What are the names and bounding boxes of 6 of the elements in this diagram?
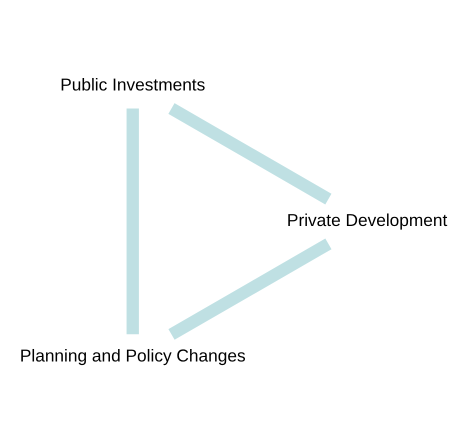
connector [126,108,139,334]
node-text: Public Investments [60,74,206,94]
node-text: Private Development [286,210,448,230]
node-text: Planning and Policy Changes [20,344,246,365]
connector [168,238,332,340]
connector [168,102,332,204]
